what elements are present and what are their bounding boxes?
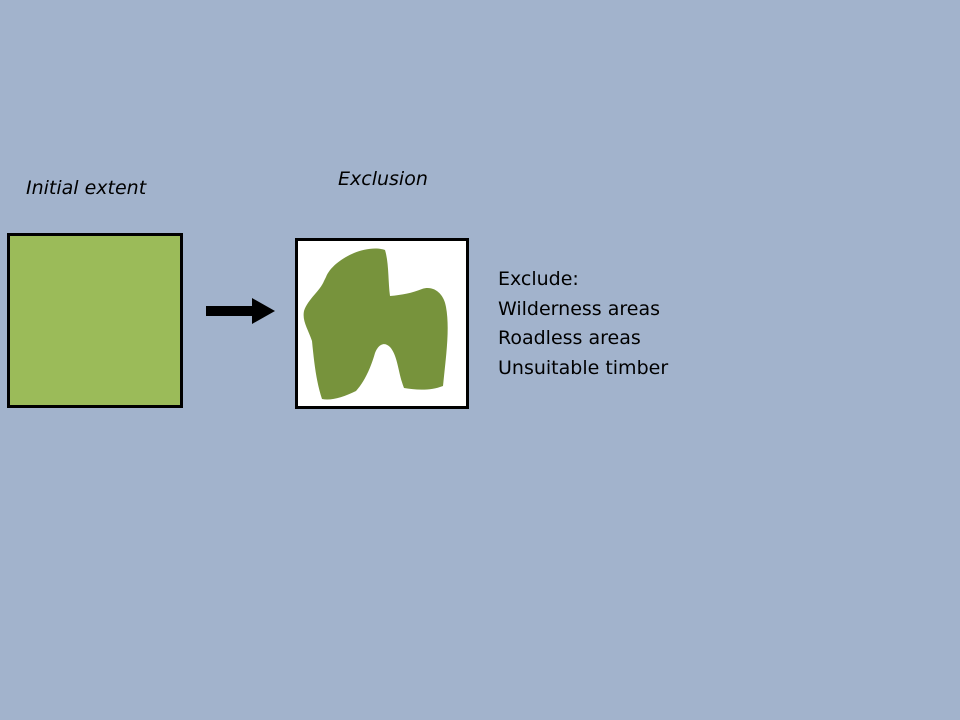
initial-extent-box [7,233,183,408]
right-arrow-icon [206,298,275,324]
exclude-item-roadless: Roadless areas [498,327,641,349]
arrow-shape [206,298,275,324]
exclusion-box [295,238,469,409]
initial-extent-label: Initial extent [26,177,147,199]
exclude-list: Exclude: Wilderness areas Roadless areas… [498,265,668,383]
exclude-item-wilderness: Wilderness areas [498,297,660,320]
exclusion-label: Exclusion [338,168,428,190]
exclusion-remaining-area [303,248,448,400]
exclude-item-timber: Unsuitable timber [498,356,669,379]
remaining-area-shape [303,248,448,400]
exclude-heading: Exclude: [498,268,579,290]
